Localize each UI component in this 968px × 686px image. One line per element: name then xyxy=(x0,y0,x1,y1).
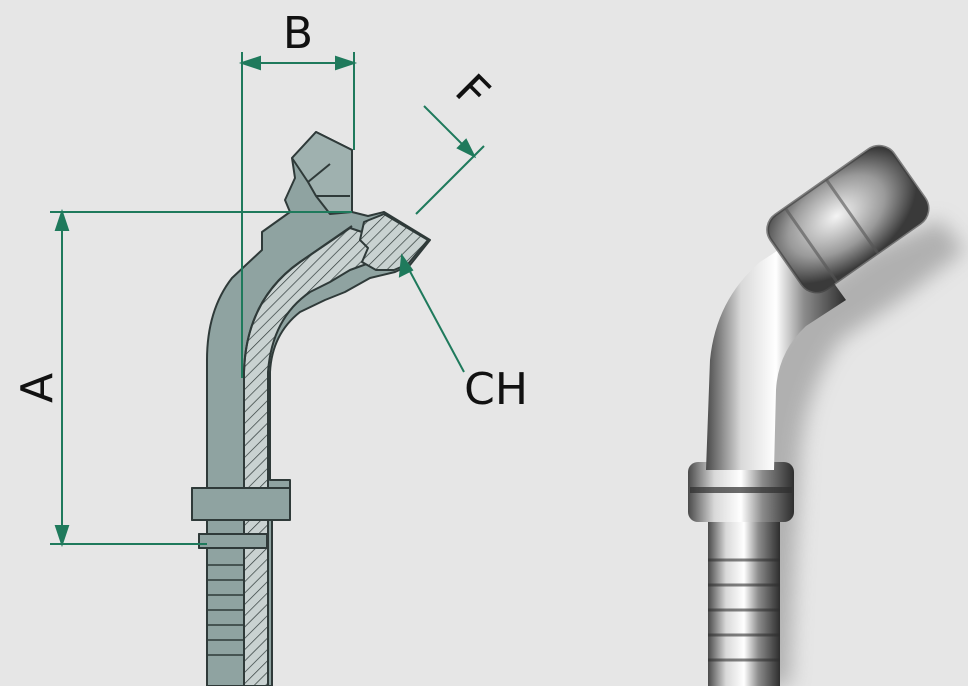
nut-edge-line xyxy=(307,163,331,183)
dim-b-arrow-left xyxy=(238,55,261,71)
dimension-lines xyxy=(50,52,485,548)
dim-f-arrow xyxy=(456,138,477,159)
dim-b-arrow-right xyxy=(335,55,358,71)
photo-nut-body xyxy=(767,146,929,292)
dim-label-ch: CH xyxy=(464,364,528,415)
ch-leader-line xyxy=(405,263,465,373)
fitting-body xyxy=(191,131,431,686)
bore-line xyxy=(243,225,353,686)
nut-hatched-section xyxy=(359,213,429,271)
photo-tail-ribs xyxy=(708,558,780,662)
dim-label-a: A xyxy=(12,373,63,403)
photo-hose-tail xyxy=(708,520,780,686)
hose-tail-serrations xyxy=(207,564,244,656)
ferrule-collar xyxy=(191,487,291,521)
dim-f-extension xyxy=(415,145,485,215)
photo-bent-tube xyxy=(706,236,846,470)
ferrule-ring xyxy=(198,533,268,549)
dim-a-arrow-bottom xyxy=(54,525,70,548)
dim-f-line xyxy=(423,105,469,151)
product-photo xyxy=(688,144,965,686)
dim-label-b: B xyxy=(283,8,313,59)
photo-hex-nut xyxy=(766,144,930,294)
dim-label-f: F xyxy=(445,65,499,119)
fitting-cross-section xyxy=(191,131,431,686)
ch-leader-arrow xyxy=(398,253,414,278)
dim-a-arrow-top xyxy=(54,208,70,231)
